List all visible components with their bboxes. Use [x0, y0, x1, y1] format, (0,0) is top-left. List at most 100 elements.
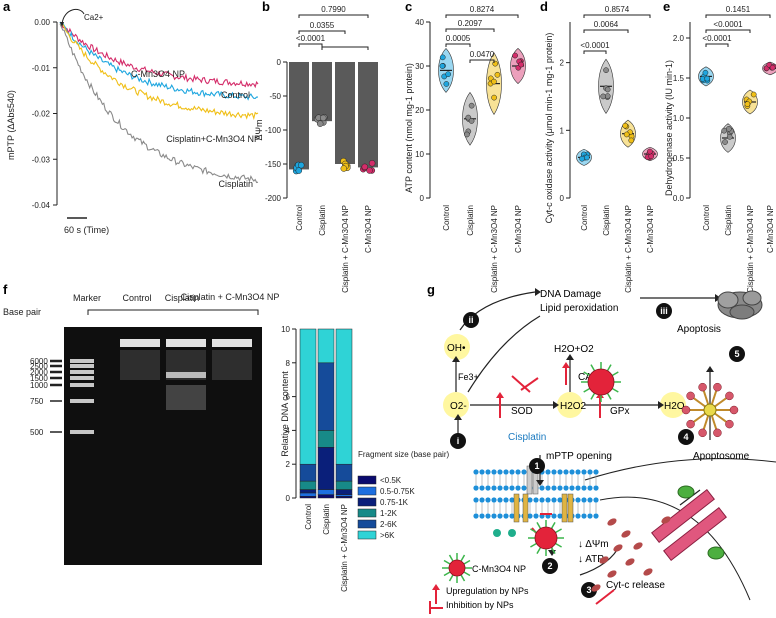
stacked-segment — [335, 463, 353, 482]
stacked-segment — [317, 489, 335, 495]
bracket — [445, 14, 519, 18]
p-value: 0.8574 — [605, 5, 630, 14]
point-c-plot — [445, 71, 452, 78]
stacked-segment — [317, 430, 335, 448]
point-d-plot — [604, 86, 611, 93]
inh-fe-bar — [520, 377, 539, 391]
legend-swatch-f — [357, 475, 377, 485]
atp-label: ↓ ATP — [578, 554, 604, 565]
y-tick-label-a: -0.02 — [32, 110, 51, 119]
lane-label: Cisplatin — [165, 293, 200, 303]
y-tick-label-c-plot: 30 — [415, 62, 424, 71]
line-series-0 — [59, 21, 259, 89]
point-c-plot — [468, 118, 475, 124]
dpsi-label: ↓ ΔΨm — [578, 539, 609, 550]
smear-frag — [166, 385, 206, 410]
bar-b — [289, 62, 309, 170]
band-high — [166, 339, 206, 347]
stacked-segment — [317, 447, 335, 490]
ladder-band — [70, 364, 94, 368]
p-value: 0.8274 — [470, 5, 495, 14]
point-d-plot — [623, 131, 630, 138]
np-ligand — [443, 559, 451, 565]
np-ligand — [448, 554, 454, 562]
stacked-segment — [335, 480, 353, 490]
legend-entry-f: 1-2K — [380, 509, 398, 518]
panel-label-c: c — [405, 0, 412, 14]
apoptotic-body-3 — [742, 290, 762, 306]
apoptosome-node — [725, 391, 734, 401]
np-effects — [430, 368, 615, 609]
time-scalebar-label: 60 s (Time) — [64, 225, 109, 235]
p-value: 0.1451 — [726, 5, 751, 14]
lipid-head — [551, 497, 557, 503]
lipid-head — [557, 485, 563, 491]
y-tick-label-a: -0.03 — [32, 155, 51, 164]
point-e-plot — [769, 64, 776, 71]
ladder-label: 1500 — [30, 374, 48, 383]
step-label: iii — [660, 306, 668, 316]
np-ligand — [611, 387, 619, 393]
band-high — [212, 339, 252, 347]
lipid-head — [521, 485, 527, 491]
lipid-head — [545, 497, 551, 503]
y-tick-label-d-plot: 2 — [560, 59, 565, 68]
bracket-b — [298, 30, 346, 34]
stacked-segment — [299, 480, 317, 490]
ah-4 — [553, 401, 559, 409]
np-ligand — [536, 522, 542, 529]
y-tick-label-d-plot: 1 — [560, 126, 565, 135]
apoptosis-label: Apoptosis — [677, 324, 721, 335]
cytochrome-c — [591, 485, 727, 592]
lipid-head — [485, 485, 491, 491]
np-ligand — [590, 392, 596, 400]
p-value: <0.0001 — [713, 20, 743, 29]
bars-b — [289, 62, 378, 175]
lipid-head — [575, 497, 581, 503]
np-ligand — [590, 364, 596, 372]
np-ligand — [443, 571, 451, 577]
apoptosome-node — [698, 382, 707, 392]
fe-label: Fe3+ — [458, 372, 479, 382]
bracket — [583, 50, 607, 54]
ah-cat — [562, 362, 570, 368]
lipid-label: Lipid peroxidation — [540, 303, 618, 314]
stacked-segment — [299, 496, 317, 499]
stacked-segment — [299, 492, 317, 497]
y-axis-label-e: Dehydrogenase activity (IU min-1) — [664, 60, 674, 196]
category-label-e-plot: Control — [702, 205, 711, 231]
np-ligand — [550, 522, 556, 529]
step-circle — [656, 303, 672, 319]
bracket — [469, 59, 495, 63]
stacked-segment — [317, 362, 335, 431]
np-ligand — [448, 574, 454, 582]
channel — [513, 493, 520, 523]
panel-label-a: a — [3, 0, 11, 14]
y-tick-label-b: -150 — [265, 160, 282, 169]
step-label: 2 — [547, 561, 552, 571]
category-label-b: Cisplatin + C-Mn3O4 NP — [341, 205, 350, 293]
lipid-head — [503, 485, 509, 491]
category-label-c-plot: Control — [442, 205, 451, 231]
lipid-head — [557, 469, 563, 475]
ladder-label: 500 — [30, 428, 44, 437]
ah-1 — [535, 288, 541, 296]
lipid-head — [473, 513, 479, 519]
smear — [120, 350, 160, 380]
lipid-head — [581, 485, 587, 491]
np-core — [534, 526, 558, 550]
category-label-c-plot: Cisplatin — [466, 205, 475, 236]
np-core — [587, 368, 615, 396]
p-value: 0.0064 — [594, 20, 619, 29]
bar-b — [312, 62, 332, 122]
bracket — [583, 29, 629, 33]
point-e-plot — [702, 69, 709, 76]
y-tick-label-b: -50 — [269, 92, 281, 101]
category-label-e-plot: Cisplatin + C-Mn3O4 NP — [746, 205, 755, 293]
lipid-head — [473, 497, 479, 503]
band-high — [120, 339, 160, 347]
